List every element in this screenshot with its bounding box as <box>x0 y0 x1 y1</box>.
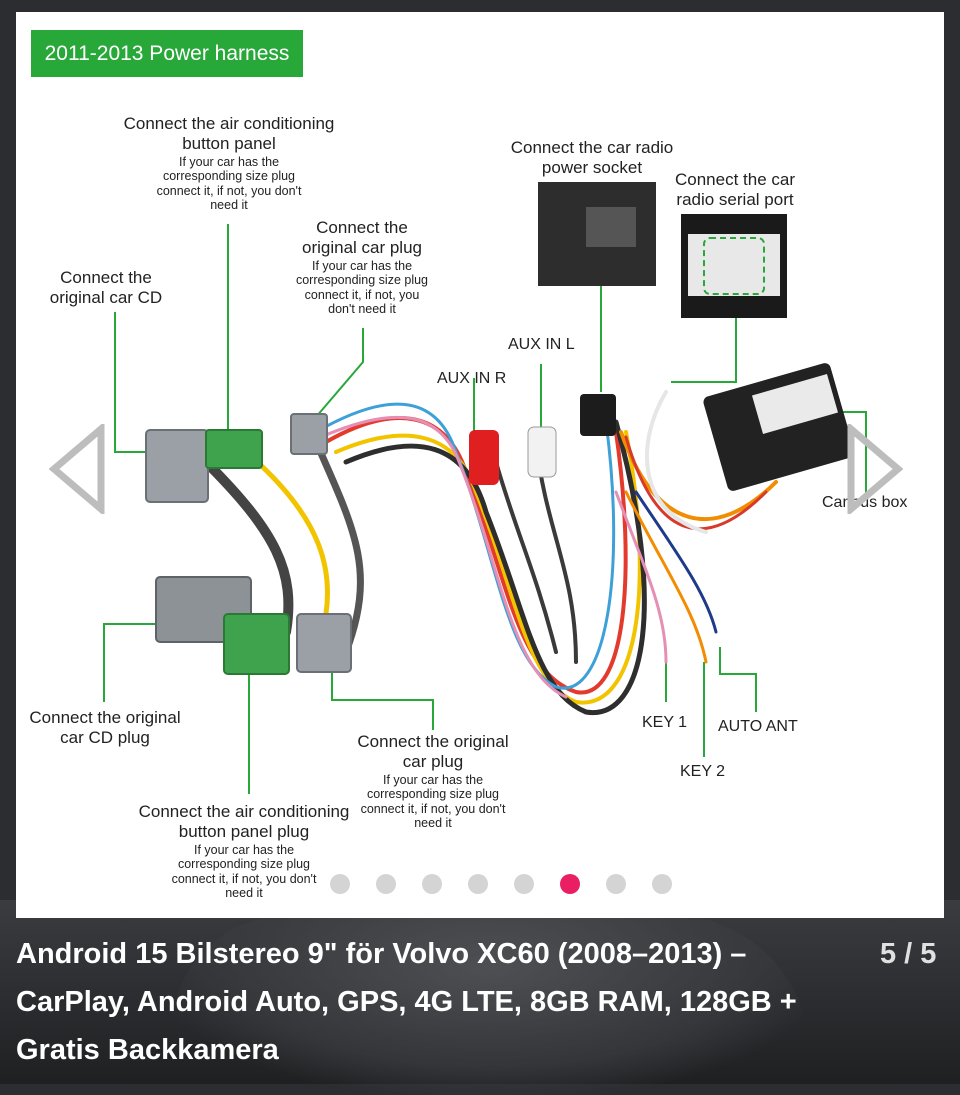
label-radio-serial: Connect the car radio serial port <box>666 170 804 209</box>
carousel-prev-button[interactable] <box>46 421 106 517</box>
carousel-dot[interactable] <box>422 874 442 894</box>
label-original-plug-bottom-sub: If your car has the corresponding size p… <box>360 773 506 831</box>
top-strip <box>0 0 960 12</box>
label-radio-power: Connect the car radio power socket <box>506 138 678 177</box>
label-ac-panel-plug-sub: If your car has the corresponding size p… <box>171 843 317 901</box>
label-ac-panel: Connect the air conditioning button pane… <box>111 114 347 213</box>
carousel-dot[interactable] <box>330 874 350 894</box>
label-radio-serial-title: Connect the car radio serial port <box>674 170 795 209</box>
label-radio-power-title: Connect the car radio power socket <box>510 138 674 177</box>
chevron-left-icon <box>48 421 105 517</box>
label-ac-panel-sub: If your car has the corresponding size p… <box>156 155 302 213</box>
carousel-dot[interactable] <box>376 874 396 894</box>
label-original-cd-plug: Connect the original car CD plug <box>26 708 184 747</box>
image-counter: 5 / 5 <box>880 938 937 970</box>
label-aux-in-r: AUX IN R <box>437 370 507 387</box>
label-ac-panel-title: Connect the air conditioning button pane… <box>123 114 335 153</box>
label-original-plug-top-title: Connect the original car plug <box>301 218 422 257</box>
label-original-plug-bottom: Connect the original car plug If your ca… <box>356 732 510 831</box>
product-image-card[interactable]: 2011-2013 Power harness Connect the air … <box>16 12 944 918</box>
carousel-dot[interactable] <box>560 874 580 894</box>
carousel-dot[interactable] <box>606 874 626 894</box>
carousel-dot[interactable] <box>514 874 534 894</box>
chevron-right-icon <box>847 421 904 517</box>
carousel-next-button[interactable] <box>846 421 906 517</box>
label-original-cd-plug-title: Connect the original car CD plug <box>29 708 181 747</box>
label-original-plug-top: Connect the original car plug If your ca… <box>292 218 432 317</box>
wiring-harness-diagram <box>103 182 867 794</box>
label-original-plug-bottom-title: Connect the original car plug <box>357 732 509 771</box>
harness-title-badge: 2011-2013 Power harness <box>31 30 303 77</box>
background-car-silhouette <box>170 915 810 1095</box>
carousel-dot[interactable] <box>468 874 488 894</box>
label-canbus-box: Canbus box <box>822 494 908 511</box>
carousel-dot[interactable] <box>652 874 672 894</box>
label-auto-ant: AUTO ANT <box>718 718 798 735</box>
label-original-cd: Connect the original car CD <box>46 268 166 307</box>
carousel-dots <box>330 874 672 896</box>
label-key1: KEY 1 <box>642 714 688 731</box>
label-ac-panel-plug: Connect the air conditioning button pane… <box>126 802 362 901</box>
label-aux-in-l: AUX IN L <box>508 336 575 353</box>
label-ac-panel-plug-title: Connect the air conditioning button pane… <box>138 802 350 841</box>
label-original-cd-title: Connect the original car CD <box>49 268 163 307</box>
label-key2: KEY 2 <box>680 763 726 780</box>
label-original-plug-top-sub: If your car has the corresponding size p… <box>295 259 429 317</box>
product-title: Android 15 Bilstereo 9" för Volvo XC60 (… <box>16 938 797 1066</box>
